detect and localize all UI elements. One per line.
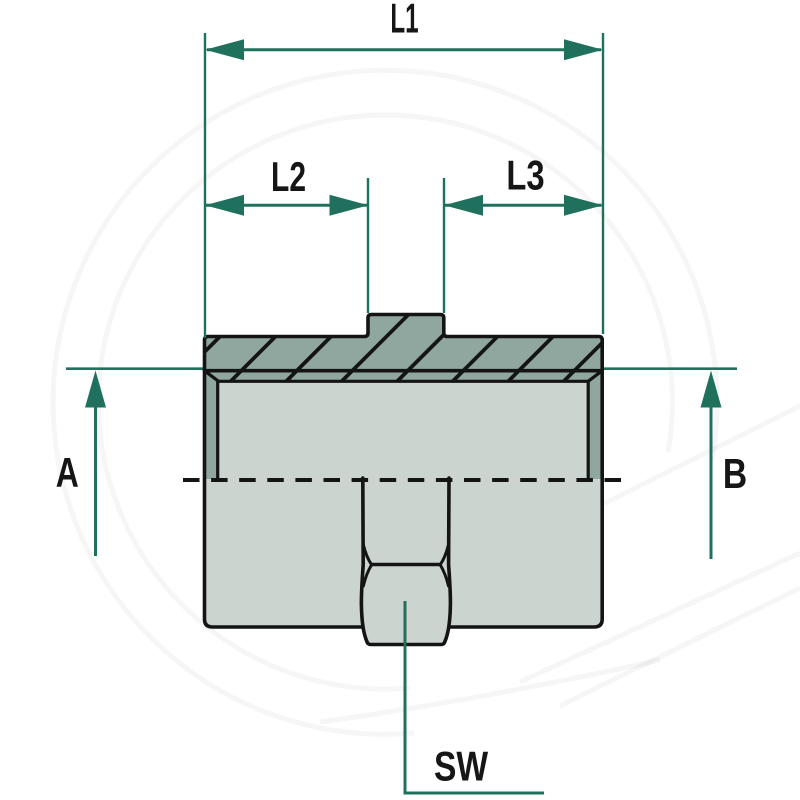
svg-text:A: A <box>56 449 79 496</box>
svg-text:SW: SW <box>434 744 488 790</box>
svg-text:B: B <box>723 452 747 498</box>
svg-text:L1: L1 <box>390 0 418 42</box>
svg-text:L3: L3 <box>506 152 544 199</box>
svg-text:L2: L2 <box>271 153 306 200</box>
